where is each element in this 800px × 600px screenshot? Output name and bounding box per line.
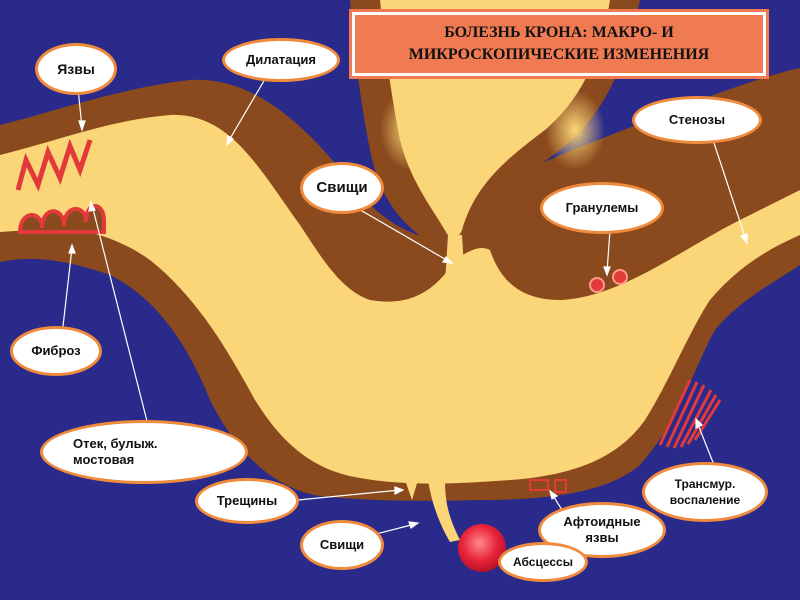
label-ulcers: Язвы bbox=[35, 43, 117, 95]
title-line-1: БОЛЕЗНЬ КРОНА: МАКРО- И bbox=[444, 24, 674, 41]
diagram-title: БОЛЕЗНЬ КРОНА: МАКРО- И МИКРОСКОПИЧЕСКИЕ… bbox=[352, 12, 766, 76]
fistula-tract-top bbox=[444, 235, 466, 300]
label-transmural-inflammation: Трансмур. воспаление bbox=[642, 462, 768, 522]
label-fissures: Трещины bbox=[195, 478, 299, 524]
label-edema-cobblestone: Отек, булыж. мостовая bbox=[40, 420, 248, 484]
label-granulomas: Гранулемы bbox=[540, 182, 664, 234]
granuloma bbox=[612, 269, 628, 285]
cobblestone-bumps bbox=[17, 204, 106, 234]
fistula-tract-bottom bbox=[428, 480, 460, 542]
pointer-lines bbox=[61, 73, 748, 536]
label-strictures: Стенозы bbox=[632, 96, 762, 144]
bowel-lumen bbox=[0, 114, 800, 484]
label-fibrosis: Фиброз bbox=[10, 326, 102, 376]
ulcers-zigzag bbox=[15, 138, 93, 192]
fissures bbox=[405, 480, 418, 500]
aphthous-ulcers bbox=[529, 479, 567, 493]
label-abscesses: Абсцессы bbox=[498, 542, 588, 582]
label-fistulas-top: Свищи bbox=[300, 162, 384, 214]
loop-glow bbox=[545, 90, 605, 170]
loop-glow bbox=[380, 90, 440, 170]
title-line-2: МИКРОСКОПИЧЕСКИЕ ИЗМЕНЕНИЯ bbox=[408, 46, 710, 63]
granuloma bbox=[589, 277, 605, 293]
abscess bbox=[458, 524, 506, 572]
label-fistulas-bottom: Свищи bbox=[300, 520, 384, 570]
transmural-inflammation bbox=[658, 379, 722, 449]
label-dilatation: Дилатация bbox=[222, 38, 340, 82]
